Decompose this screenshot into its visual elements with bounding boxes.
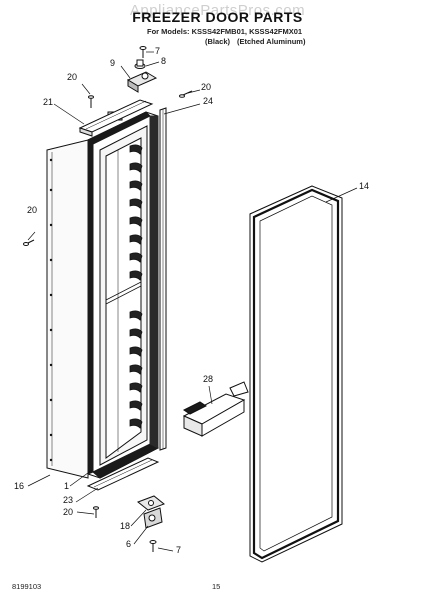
callout-8: 8 bbox=[161, 56, 167, 66]
callout-9: 9 bbox=[110, 58, 116, 68]
screw-7-bottom bbox=[149, 540, 157, 552]
callout-16: 16 bbox=[14, 481, 25, 491]
diagram-title: FREEZER DOOR PARTS bbox=[132, 9, 303, 25]
top-trim-21 bbox=[78, 99, 154, 137]
variant-etched: (Etched Aluminum) bbox=[237, 37, 306, 46]
screw-20-a bbox=[88, 95, 94, 108]
hinge-bushing-8 bbox=[134, 59, 146, 69]
callout-1: 1 bbox=[64, 481, 70, 491]
callout-24: 24 bbox=[203, 96, 214, 106]
screw-20-d bbox=[93, 506, 99, 518]
callout-20-b: 20 bbox=[201, 82, 212, 92]
callout-14: 14 bbox=[359, 181, 370, 191]
outer-door-panel-16 bbox=[46, 139, 89, 479]
door-bin-28 bbox=[182, 381, 249, 437]
screw-20-b bbox=[179, 90, 193, 98]
callout-7-bottom: 7 bbox=[176, 545, 182, 555]
page-number: 15 bbox=[212, 582, 221, 591]
callout-21: 21 bbox=[43, 97, 54, 107]
callout-20-c: 20 bbox=[27, 205, 38, 215]
callout-20-a: 20 bbox=[67, 72, 78, 82]
callout-28: 28 bbox=[203, 374, 214, 384]
callout-6: 6 bbox=[126, 539, 132, 549]
variant-black: (Black) bbox=[205, 37, 231, 46]
callout-7-top: 7 bbox=[155, 46, 161, 56]
watermark: AppliancePartsPros.com bbox=[129, 2, 306, 19]
top-hinge-9 bbox=[126, 71, 158, 93]
door-liner-assembly-1 bbox=[87, 111, 160, 479]
models-line: For Models: KSSS42FMB01, KSSS42FMX01 bbox=[147, 27, 303, 36]
callout-23: 23 bbox=[63, 495, 74, 505]
hinge-pin-6 bbox=[143, 507, 163, 529]
screw-20-c bbox=[23, 239, 35, 246]
callout-20-d: 20 bbox=[63, 507, 74, 517]
callout-18: 18 bbox=[120, 521, 131, 531]
bottom-trim-23 bbox=[86, 457, 160, 491]
bottom-hinge-18 bbox=[137, 495, 165, 511]
doc-number: 8199103 bbox=[12, 582, 42, 591]
door-panel-14 bbox=[249, 185, 343, 563]
screw-7-top bbox=[139, 46, 147, 58]
side-trim-24 bbox=[159, 107, 167, 451]
